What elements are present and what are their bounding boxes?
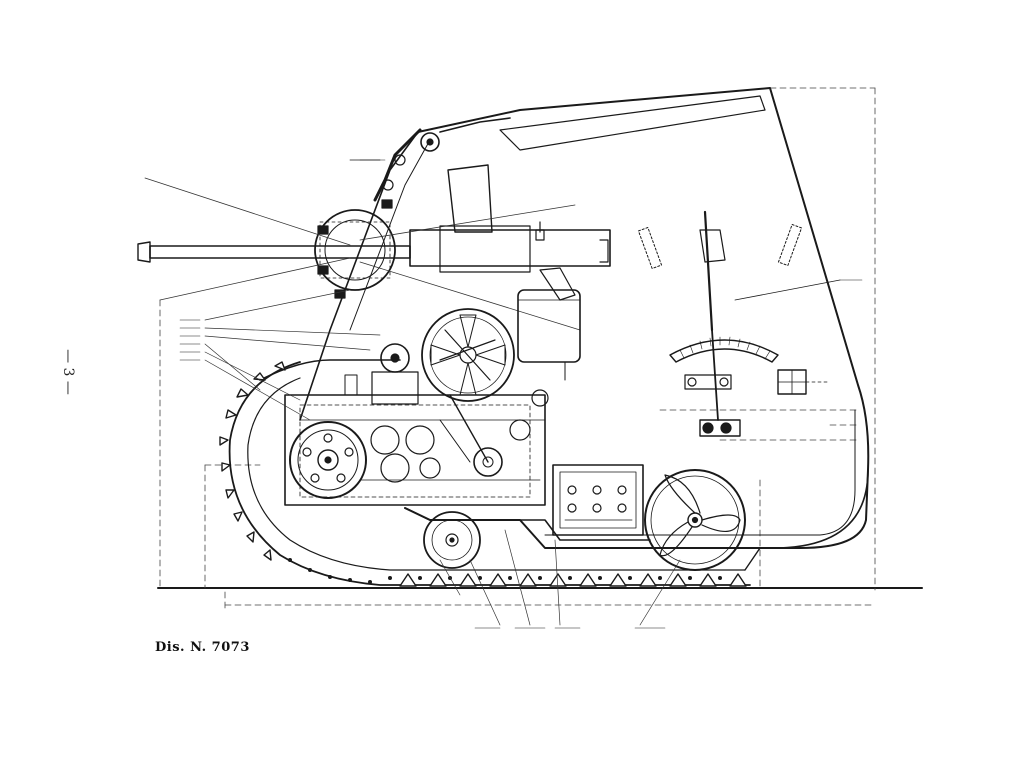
upper-linkage bbox=[350, 118, 510, 200]
suspension-arm bbox=[405, 508, 650, 540]
track-inner-loop bbox=[248, 378, 745, 570]
track-grousers bbox=[220, 362, 746, 586]
drive-sprocket bbox=[290, 422, 366, 498]
gun-barrel bbox=[150, 246, 410, 258]
hull-top-plate bbox=[500, 96, 765, 150]
gun-assembly bbox=[138, 165, 610, 300]
ammo-magazine bbox=[448, 165, 492, 232]
sight-lines bbox=[145, 178, 580, 330]
track-links bbox=[288, 558, 722, 584]
engine-fan bbox=[422, 309, 514, 401]
steering-quadrant bbox=[670, 340, 778, 362]
vision-slits bbox=[638, 224, 801, 268]
fuel-tank bbox=[518, 290, 580, 380]
hull-front-slope bbox=[300, 132, 418, 420]
gun-breech bbox=[410, 230, 610, 266]
electrical-box bbox=[553, 465, 643, 535]
leader-lines bbox=[205, 290, 680, 625]
steering-assembly bbox=[670, 212, 840, 436]
figure-caption: Dis. N. 7073 bbox=[155, 640, 250, 655]
engine-block bbox=[285, 344, 548, 505]
hull-outline bbox=[405, 88, 868, 548]
hull-rear-curve bbox=[780, 470, 868, 548]
dimension-lines bbox=[160, 88, 875, 612]
gun-handle bbox=[540, 268, 575, 300]
callout-marks bbox=[180, 160, 862, 628]
road-wheel-front bbox=[424, 512, 480, 568]
track-rear-up bbox=[745, 548, 760, 570]
hull-front-inner bbox=[350, 140, 430, 330]
idler-wheel-rear bbox=[645, 470, 745, 570]
control-box bbox=[778, 370, 830, 394]
gun-mantlet bbox=[315, 210, 395, 290]
hull-inner-floor bbox=[545, 410, 855, 535]
